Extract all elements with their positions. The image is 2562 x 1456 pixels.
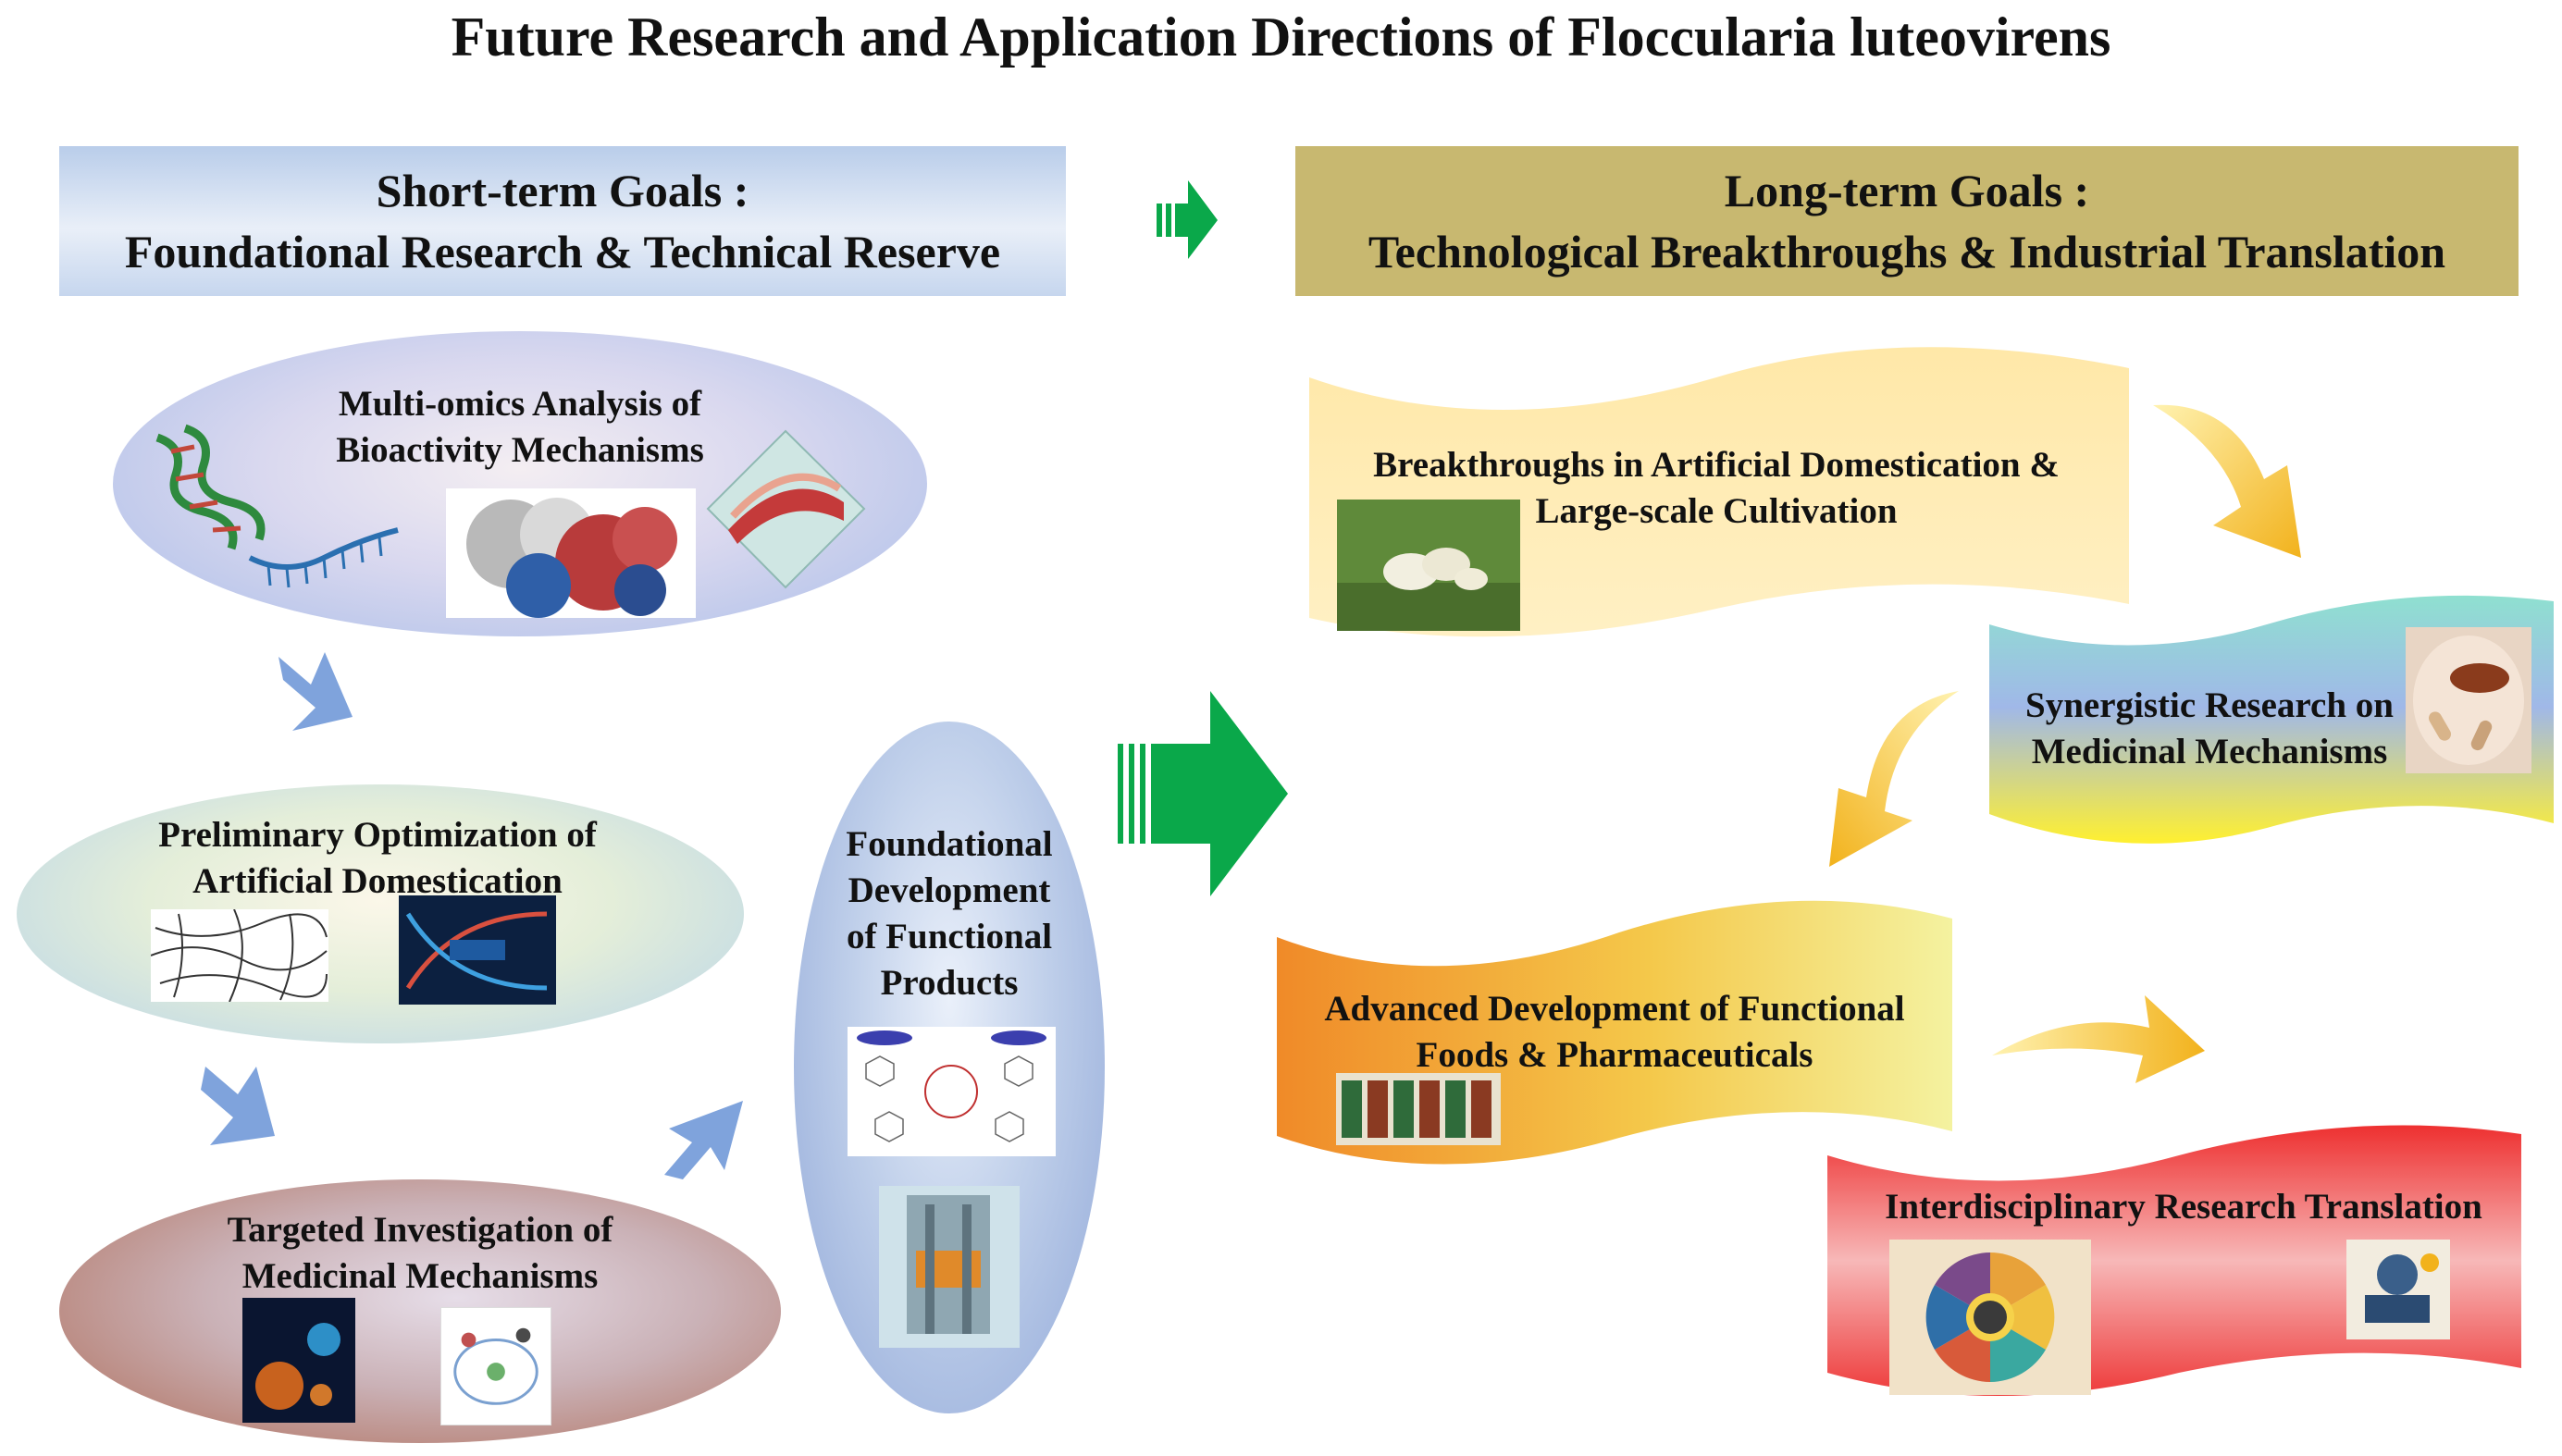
- blood-vessel-icon: [706, 429, 866, 589]
- mycelium-icon: [151, 909, 328, 1002]
- cultivation-label-line2: Large-scale Cultivation: [1535, 491, 1898, 531]
- protein-structure-icon: [446, 488, 696, 618]
- chemical-diagram-icon: [848, 1027, 1056, 1156]
- medicinal-ellipse: Targeted Investigation of Medicinal Mech…: [59, 1179, 781, 1443]
- dna-helix-icon: [155, 424, 399, 588]
- products-label-line2: Development: [848, 870, 1051, 910]
- functional-foods-label-line1: Advanced Development of Functional: [1324, 989, 1905, 1029]
- medicinal-label-line2: Medicinal Mechanisms: [241, 1256, 599, 1296]
- long-term-header-line1: Long-term Goals :: [1724, 165, 2090, 216]
- multi-omics-ellipse: Multi-omics Analysis of Bioactivity Mech…: [113, 331, 927, 636]
- functional-foods-label-line2: Foods & Pharmaceuticals: [1416, 1035, 1813, 1075]
- products-label-line3: of Functional: [846, 917, 1053, 956]
- science-wheel-icon: [1889, 1240, 2091, 1395]
- long-term-header: Long-term Goals : Technological Breakthr…: [1295, 146, 2519, 296]
- food-products-icon: [1336, 1073, 1501, 1145]
- products-label-line1: Foundational: [846, 824, 1053, 864]
- domestication-ellipse: Preliminary Optimization of Artificial D…: [17, 784, 744, 1043]
- medicinal-label-line1: Targeted Investigation of: [227, 1210, 613, 1250]
- functional-products-ellipse: Foundational Development of Functional P…: [794, 722, 1105, 1413]
- cell-pathway-icon: [440, 1307, 551, 1425]
- dna-screen-icon: [399, 895, 556, 1005]
- blue-arrow-3-icon: [664, 1101, 743, 1179]
- interdisciplinary-label: Interdisciplinary Research Translation: [1885, 1187, 2482, 1227]
- multi-omics-label-line1: Multi-omics Analysis of: [338, 384, 702, 424]
- mushroom-photo-icon: [1337, 500, 1520, 631]
- blue-arrow-2-icon: [201, 1067, 275, 1145]
- main-transition-arrow-icon: [1118, 691, 1288, 896]
- short-term-header: Short-term Goals : Foundational Research…: [59, 146, 1066, 296]
- blue-arrow-1-icon: [278, 652, 353, 731]
- long-term-header-line2: Technological Breakthroughs & Industrial…: [1368, 226, 2446, 278]
- short-term-header-line2: Foundational Research & Technical Reserv…: [124, 226, 1001, 278]
- synergistic-label-line1: Synergistic Research on: [2025, 685, 2394, 725]
- gold-arrow-1-icon: [2153, 404, 2301, 558]
- header-arrow-icon: [1157, 180, 1218, 259]
- idea-icon: [2346, 1240, 2450, 1339]
- virus-icon: [242, 1298, 355, 1423]
- page-title: Future Research and Application Directio…: [451, 6, 2111, 68]
- synergistic-label-line2: Medicinal Mechanisms: [2031, 732, 2388, 771]
- cultivation-label-line1: Breakthroughs in Artificial Domesticatio…: [1373, 445, 2060, 485]
- products-label-line4: Products: [880, 963, 1019, 1003]
- domestication-label-line1: Preliminary Optimization of: [158, 815, 597, 855]
- domestication-label-line2: Artificial Domestication: [192, 861, 563, 901]
- multi-omics-label-line2: Bioactivity Mechanisms: [336, 430, 704, 470]
- bioreactor-icon: [879, 1186, 1020, 1348]
- short-term-header-line1: Short-term Goals :: [376, 165, 749, 216]
- gold-arrow-3-icon: [1992, 995, 2205, 1083]
- gold-arrow-2-icon: [1829, 691, 1959, 867]
- capsule-mushroom-icon: [2406, 627, 2531, 773]
